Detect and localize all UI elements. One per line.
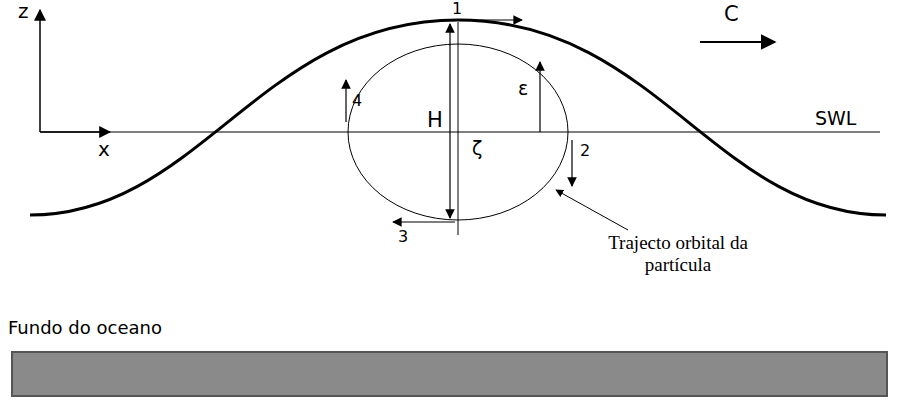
vertical-displacement-arrow bbox=[539, 62, 540, 132]
z-axis bbox=[39, 10, 41, 132]
callout-number: 4 bbox=[352, 92, 362, 110]
ocean-floor bbox=[12, 352, 887, 396]
celerity-label: C bbox=[724, 2, 739, 26]
velocity-arrow bbox=[460, 19, 522, 20]
celerity-arrow bbox=[700, 41, 775, 43]
ocean-floor-label: Fundo do oceano bbox=[8, 318, 162, 339]
height-label: H bbox=[427, 108, 443, 132]
water-level-label: SWL bbox=[815, 108, 856, 130]
velocity-arrow bbox=[393, 221, 455, 222]
leader-line bbox=[556, 190, 628, 230]
axis-label: z bbox=[18, 0, 29, 23]
callout-number: 3 bbox=[398, 228, 408, 246]
displacement-label: ε bbox=[518, 78, 528, 100]
height-arrow bbox=[449, 24, 450, 218]
vertical-axis bbox=[458, 22, 459, 235]
callout-number: 2 bbox=[580, 142, 590, 160]
displacement-label: ζ bbox=[472, 138, 482, 160]
callout-number: 1 bbox=[452, 0, 462, 18]
orbit-label: Trajecto orbital da partícula bbox=[588, 232, 768, 276]
velocity-arrow bbox=[345, 80, 346, 122]
axis-label: x bbox=[98, 138, 110, 161]
x-axis bbox=[40, 131, 110, 133]
velocity-arrow bbox=[571, 140, 572, 186]
still-water-line bbox=[40, 131, 880, 132]
